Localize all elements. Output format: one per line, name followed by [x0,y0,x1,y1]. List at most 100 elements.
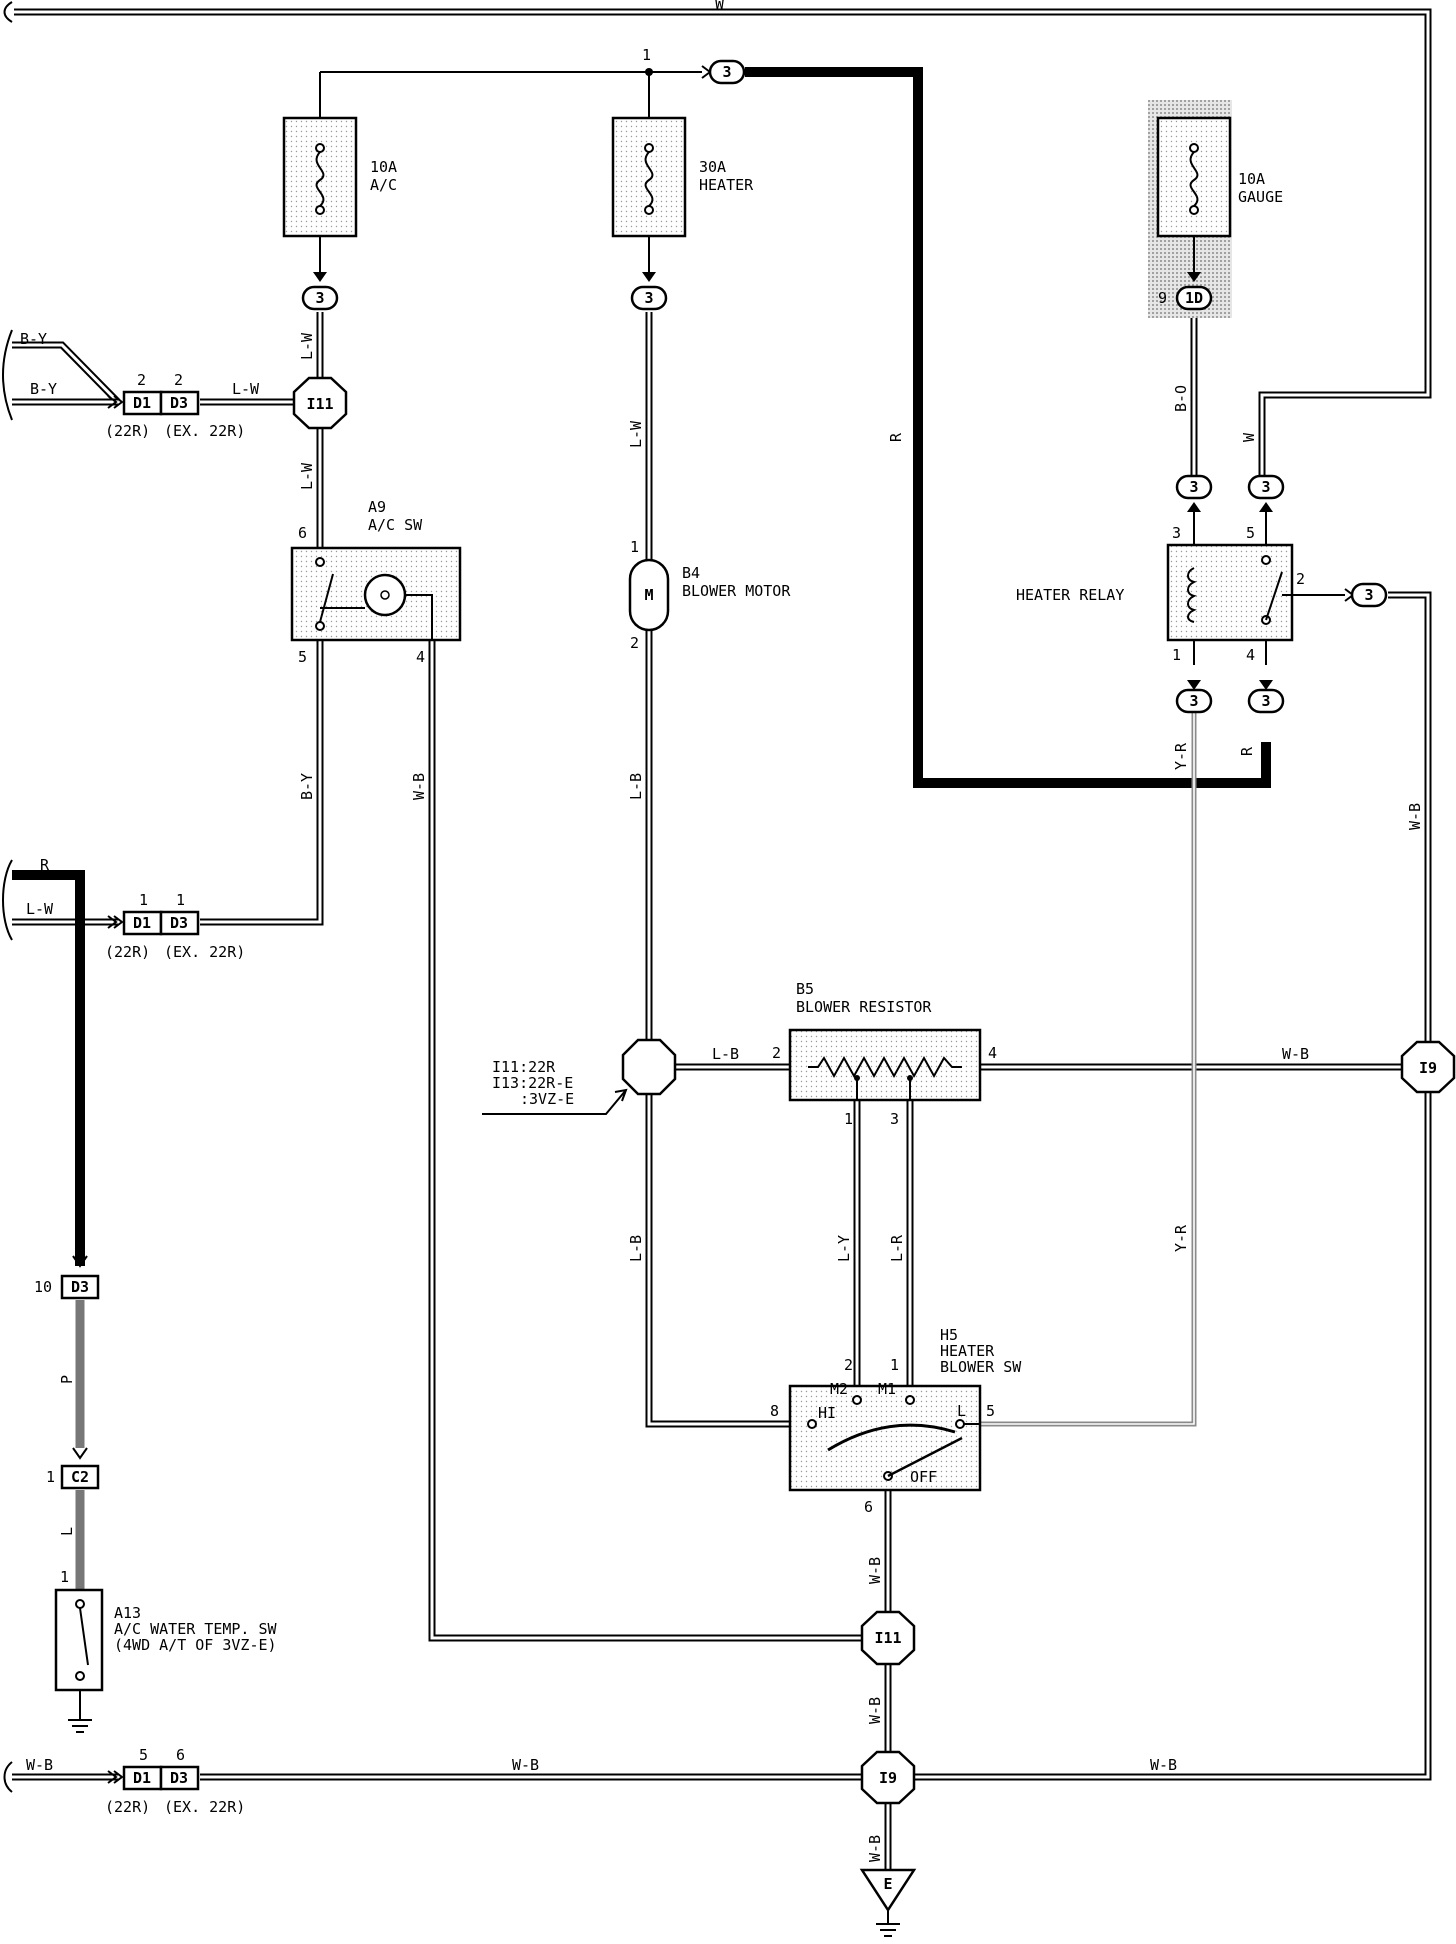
wire-r-relay-pin4 [1178,742,1271,788]
svg-text:I9: I9 [1419,1059,1437,1077]
connector-3-ac: 3 [301,285,339,311]
svg-text:1: 1 [60,1568,69,1586]
connector-d1-d3-middle: D1 D3 [107,910,200,936]
svg-text:E: E [883,1875,892,1893]
wire-label-wb-i11: W-B [866,1697,884,1724]
svg-text:D1: D1 [133,394,151,412]
svg-text:3: 3 [890,1110,899,1128]
wire-label-yr-1: Y-R [1172,742,1190,770]
connector-c2: C2 [60,1447,100,1490]
fuse-ac-rating: 10A [370,158,397,176]
h5-name-1: HEATER [940,1342,995,1360]
fuse-ac [282,116,358,282]
connector-d1-d3-upper: D1 D3 [107,390,200,416]
svg-text:1: 1 [890,1356,899,1374]
heater-relay [1166,543,1294,642]
svg-text:3: 3 [1261,478,1270,496]
svg-text:C2: C2 [71,1468,89,1486]
wire-label-wb-left: W-B [26,1756,53,1774]
connector-d1-d3-bottom: D1 D3 [107,1765,200,1791]
svg-text:2: 2 [137,371,146,389]
svg-text:6: 6 [864,1498,873,1516]
wire-label-lw-1: L-W [232,380,260,398]
svg-text:5: 5 [139,1746,148,1764]
connector-3-relay-p4: 3 [1247,680,1285,714]
wire-by-a9 [200,640,324,926]
junction-i9-lower: I9 [860,1750,916,1805]
svg-text:6: 6 [298,524,307,542]
svg-text:3: 3 [1189,478,1198,496]
svg-text:2: 2 [772,1044,781,1062]
fuse-gauge [1148,100,1232,318]
wire-label-ly: L-Y [835,1235,853,1262]
wire-label-w-top: W [715,0,725,13]
svg-text:1: 1 [844,1110,853,1128]
svg-text:4: 4 [416,648,425,666]
water-temp-switch-a13 [54,1588,104,1733]
wire-label-r-main: R [887,432,905,442]
wire-label-wb-sw: W-B [866,1557,884,1584]
wire-wb-a9 [428,640,866,1642]
connector-3-relay-p1: 3 [1175,680,1213,714]
svg-text:1: 1 [46,1468,55,1486]
motor-symbol: M [644,586,653,604]
svg-text:9: 9 [1158,289,1167,307]
ground-e: E [859,1868,917,1937]
svg-text:(EX. 22R): (EX. 22R) [164,1798,245,1816]
svg-text:1: 1 [176,891,185,909]
connector-1d-gauge: 1D [1175,285,1213,311]
wire-label-wb-right: W-B [1406,803,1424,830]
svg-text:10: 10 [34,1278,52,1296]
wire-r-left [12,870,85,1266]
svg-text:(22R): (22R) [105,943,150,961]
splice-point [645,68,653,76]
b4-name: BLOWER MOTOR [682,582,791,600]
wire-label-w-relay: W [1240,432,1258,442]
ac-switch-a9 [290,546,462,642]
heater-blower-switch-h5 [788,1384,982,1492]
wire-label-wb-ground: W-B [866,1835,884,1862]
svg-text:2: 2 [1296,570,1305,588]
a13-variant: (4WD A/T OF 3VZ-E) [114,1636,277,1654]
wire-label-lw-v2: L-W [298,462,316,490]
wire-label-lw-v1: L-W [298,332,316,360]
svg-text:(22R): (22R) [105,422,150,440]
svg-text:I11: I11 [306,395,333,413]
a9-name: A/C SW [368,516,423,534]
switch-m2-label: M2 [830,1380,848,1398]
svg-text:6: 6 [176,1746,185,1764]
wire-label-r-relay: R [1238,746,1256,756]
svg-text:3: 3 [315,289,324,307]
wire-label-lw-heater: L-W [627,420,645,448]
svg-text:4: 4 [1246,646,1255,664]
svg-text:3: 3 [1189,692,1198,710]
svg-text:3: 3 [1172,524,1181,542]
wire-label-wb-a9: W-B [410,773,428,800]
junction-note-line2: I13:22R-E [492,1074,573,1092]
wire-label-lb-horiz: L-B [712,1045,739,1063]
svg-text:(22R): (22R) [105,1798,150,1816]
svg-text:2: 2 [174,371,183,389]
wire-label-yr-2: Y-R [1172,1224,1190,1252]
b5-name: BLOWER RESISTOR [796,998,932,1016]
wire-label-wb-resistor: W-B [1282,1045,1309,1063]
fuse-heater [611,116,687,282]
blower-motor-b4: M [628,558,670,632]
svg-text:1: 1 [139,891,148,909]
svg-text:D3: D3 [170,1769,188,1787]
svg-text:1: 1 [1172,646,1181,664]
junction-note-line1: I11:22R [492,1058,556,1076]
svg-text:1D: 1D [1185,289,1203,307]
svg-text:4: 4 [988,1044,997,1062]
wire-label-wb-bottom-mid: W-B [512,1756,539,1774]
wire-label-by-v: B-Y [298,773,316,800]
junction-i11-i13 [621,1038,677,1096]
svg-text:5: 5 [1246,524,1255,542]
wire-r-main [745,67,1178,788]
b4-code: B4 [682,564,700,582]
fuse-heater-name: HEATER [699,176,754,194]
wire-label-p: P [58,1375,76,1384]
junction-i9-right: I9 [1400,1040,1456,1094]
svg-text:D1: D1 [133,1769,151,1787]
